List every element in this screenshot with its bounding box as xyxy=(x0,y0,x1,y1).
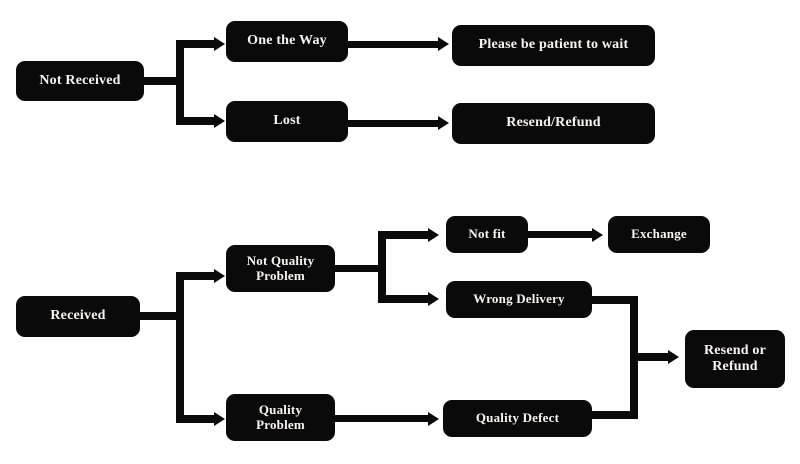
node-not-quality-problem[interactable]: Not Quality Problem xyxy=(226,245,335,292)
connector-received-stem xyxy=(140,312,184,320)
arrowhead-to-not-quality-problem xyxy=(214,269,225,283)
node-not-quality-problem-line2: Problem xyxy=(256,267,305,283)
connector-quality-defect-to-merge xyxy=(592,411,638,419)
arrowhead-to-please-be-patient xyxy=(438,37,449,51)
connector-lost-to-resend-refund xyxy=(348,120,440,127)
connector-not-fit-to-exchange xyxy=(528,231,594,238)
connector-to-wrong-delivery xyxy=(378,295,432,303)
connector-to-lost xyxy=(176,117,218,125)
connector-received-spine xyxy=(176,272,184,423)
node-quality-problem[interactable]: Quality Problem xyxy=(226,394,335,441)
arrowhead-to-one-the-way xyxy=(214,37,225,51)
node-wrong-delivery[interactable]: Wrong Delivery xyxy=(446,281,592,318)
node-resend-refund[interactable]: Resend/Refund xyxy=(452,103,655,144)
node-quality-defect[interactable]: Quality Defect xyxy=(443,400,592,437)
connector-merge-to-resend-or-refund xyxy=(630,353,672,361)
node-quality-problem-line1: Quality xyxy=(258,401,303,417)
arrowhead-to-quality-problem xyxy=(214,412,225,426)
connector-not-quality-problem-spine xyxy=(378,231,386,303)
node-resend-or-refund[interactable]: Resend or Refund xyxy=(685,330,785,388)
node-lost[interactable]: Lost xyxy=(226,101,348,142)
connector-to-not-quality-problem xyxy=(176,272,218,280)
arrowhead-to-resend-or-refund xyxy=(668,350,679,364)
node-quality-problem-line2: Problem xyxy=(256,416,305,432)
node-received[interactable]: Received xyxy=(16,296,140,337)
arrowhead-to-not-fit xyxy=(428,228,439,242)
node-exchange[interactable]: Exchange xyxy=(608,216,710,253)
node-not-fit[interactable]: Not fit xyxy=(446,216,528,253)
node-one-the-way[interactable]: One the Way xyxy=(226,21,348,62)
arrowhead-to-quality-defect xyxy=(428,412,439,426)
connector-wrong-delivery-to-merge xyxy=(592,296,638,304)
node-please-be-patient-to-wait[interactable]: Please be patient to wait xyxy=(452,25,655,66)
connector-one-the-way-to-wait xyxy=(348,41,440,48)
node-not-quality-problem-line1: Not Quality xyxy=(246,252,315,268)
connector-not-received-spine xyxy=(176,40,184,125)
node-resend-or-refund-line1: Resend or xyxy=(703,342,767,358)
arrowhead-to-exchange xyxy=(592,228,603,242)
connector-not-quality-problem-stem xyxy=(335,265,385,272)
arrowhead-to-wrong-delivery xyxy=(428,292,439,306)
arrowhead-to-lost xyxy=(214,114,225,128)
connector-to-quality-problem xyxy=(176,415,218,423)
node-resend-or-refund-line2: Refund xyxy=(712,359,758,374)
arrowhead-to-resend-refund xyxy=(438,116,449,130)
connector-to-not-fit xyxy=(378,231,432,239)
connector-quality-problem-to-defect xyxy=(335,415,429,422)
connector-not-received-stem xyxy=(144,77,184,85)
connector-to-one-the-way xyxy=(176,40,218,48)
node-not-received[interactable]: Not Received xyxy=(16,61,144,101)
